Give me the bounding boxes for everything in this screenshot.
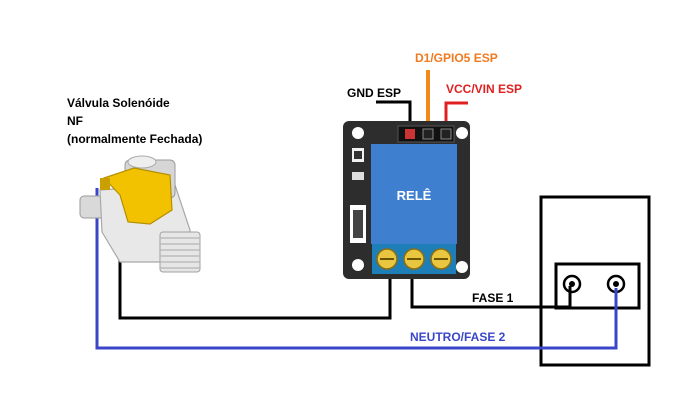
relay-label: RELÊ	[397, 188, 432, 203]
terminal-screws	[376, 248, 452, 270]
solenoid-valve	[79, 155, 201, 273]
d1-gpio5-label: D1/GPIO5 ESP	[415, 51, 498, 65]
vcc-vin-label: VCC/VIN ESP	[446, 82, 522, 96]
relay-module	[343, 121, 470, 279]
relay-body	[371, 144, 457, 244]
neutro-fase2-label: NEUTRO/FASE 2	[410, 330, 506, 344]
power-outlet	[539, 195, 651, 367]
valve-title-line2: NF	[67, 114, 83, 128]
valve-title-line1: Válvula Solenóide	[67, 96, 170, 110]
fase1-label: FASE 1	[472, 291, 514, 305]
gnd-esp-label: GND ESP	[347, 86, 401, 100]
valve-title-line3: (normalmente Fechada)	[67, 132, 202, 146]
neutro-wire	[95, 188, 618, 350]
fase1-wire	[410, 272, 572, 309]
